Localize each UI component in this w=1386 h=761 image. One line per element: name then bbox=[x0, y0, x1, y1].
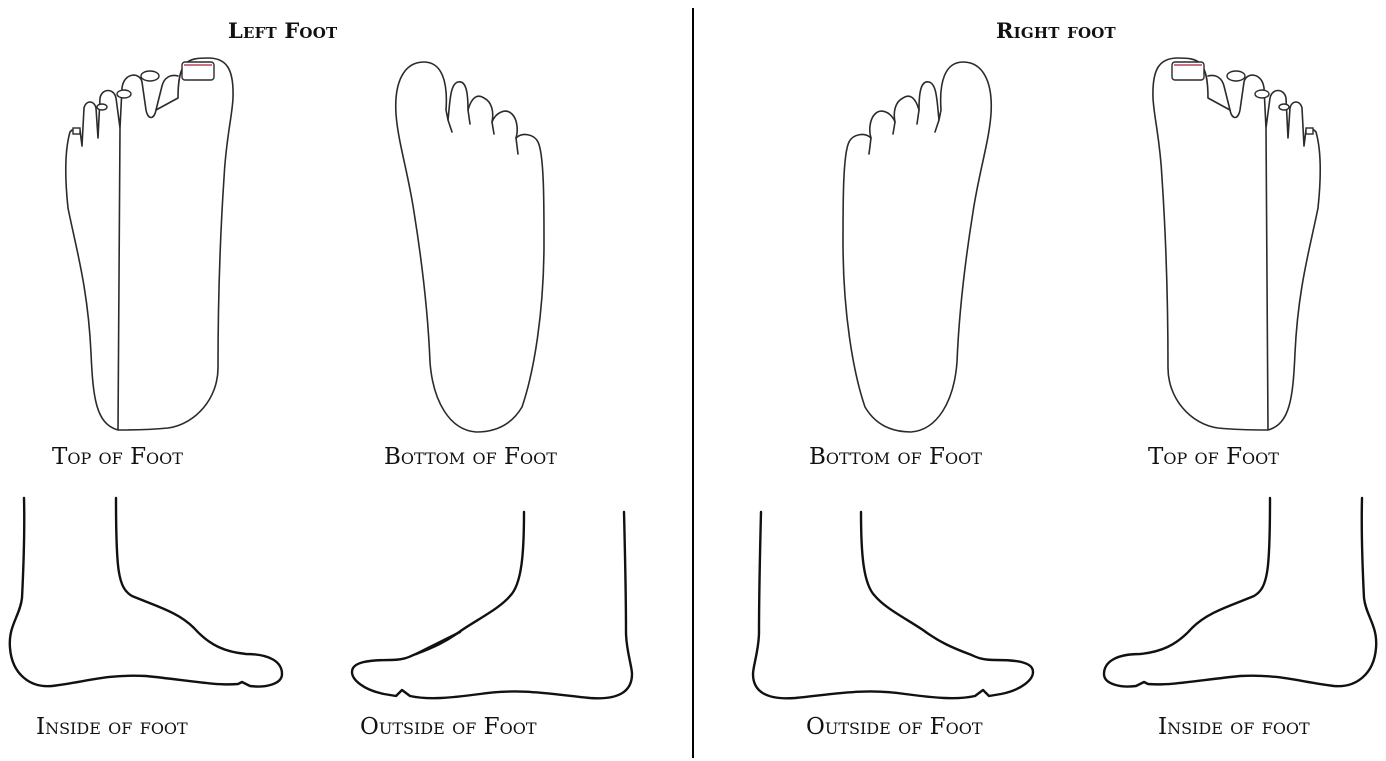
left-outside-of-foot-drawing bbox=[350, 512, 635, 702]
left-top-of-foot-label: Top of Foot bbox=[52, 444, 183, 470]
left-bottom-of-foot-label: Bottom of Foot bbox=[384, 444, 557, 470]
right-inside-of-foot-drawing bbox=[1100, 498, 1380, 693]
right-top-of-foot-label: Top of Foot bbox=[1148, 444, 1279, 470]
right-bottom-of-foot-label: Bottom of Foot bbox=[809, 444, 982, 470]
left-inside-of-foot-label: Inside of foot bbox=[36, 714, 188, 740]
left-outside-of-foot-label: Outside of Foot bbox=[360, 714, 537, 740]
right-top-of-foot-drawing bbox=[1148, 58, 1328, 430]
left-foot-heading: Left Foot bbox=[228, 18, 337, 43]
right-outside-of-foot-label: Outside of Foot bbox=[806, 714, 983, 740]
center-divider bbox=[692, 8, 694, 758]
left-inside-of-foot-drawing bbox=[6, 498, 286, 693]
left-bottom-of-foot-drawing bbox=[388, 62, 553, 434]
right-bottom-of-foot-drawing bbox=[834, 62, 999, 434]
left-top-of-foot-drawing bbox=[58, 58, 238, 430]
right-outside-of-foot-drawing bbox=[750, 512, 1035, 702]
right-inside-of-foot-label: Inside of foot bbox=[1158, 714, 1310, 740]
right-foot-heading: Right foot bbox=[996, 18, 1116, 43]
